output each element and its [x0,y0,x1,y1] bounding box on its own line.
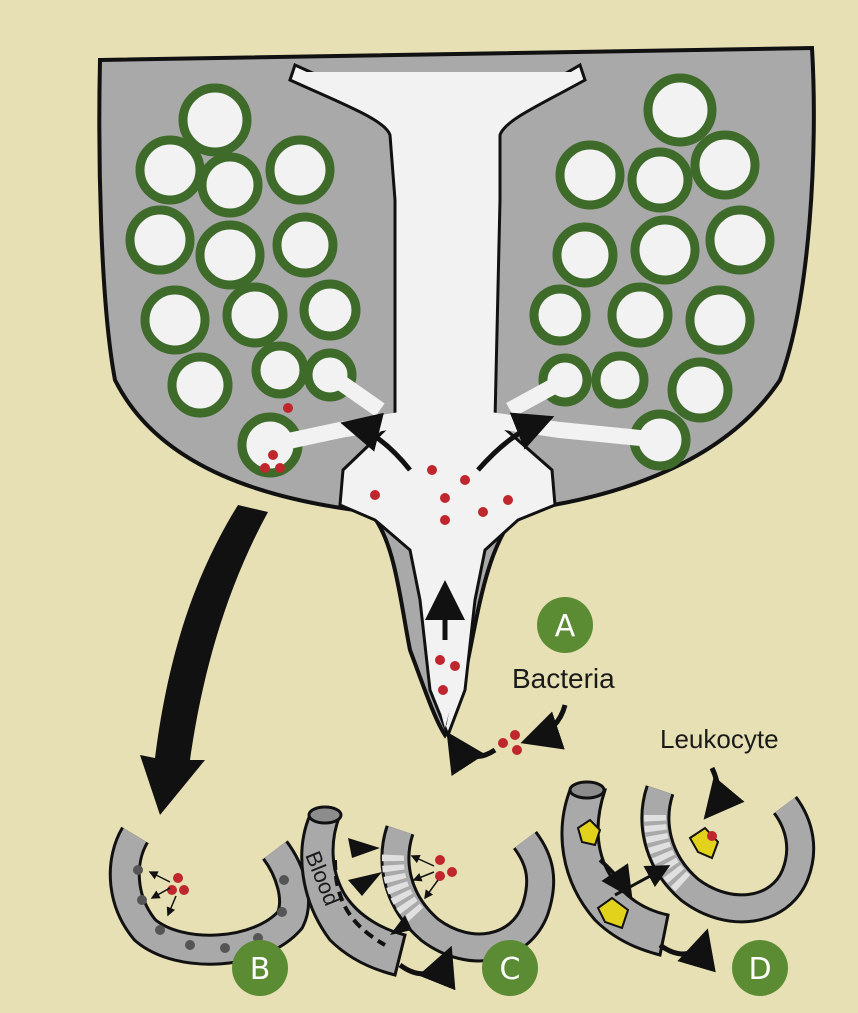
inset-d-bacteria [707,831,717,841]
bacteria-label: Bacteria [512,663,615,694]
inset-b: B [125,835,294,996]
svg-text:D: D [748,952,771,987]
svg-text:B: B [250,952,271,987]
svg-text:C: C [500,952,521,987]
leukocyte-label: Leukocyte [660,724,779,754]
badge-a: A [537,597,593,653]
entry-arrows [452,705,565,757]
inset-d: Leukocyte D [562,724,800,996]
badge-c: C [482,940,538,996]
badge-b: B [232,940,288,996]
inset-b-bacteria [167,873,189,895]
inset-c-bacteria [435,855,457,881]
entry-bacteria [498,730,522,755]
zoom-arrow [140,505,268,815]
svg-text:A: A [555,609,576,644]
inset-c: Blood C [300,807,540,996]
badge-d: D [732,940,788,996]
